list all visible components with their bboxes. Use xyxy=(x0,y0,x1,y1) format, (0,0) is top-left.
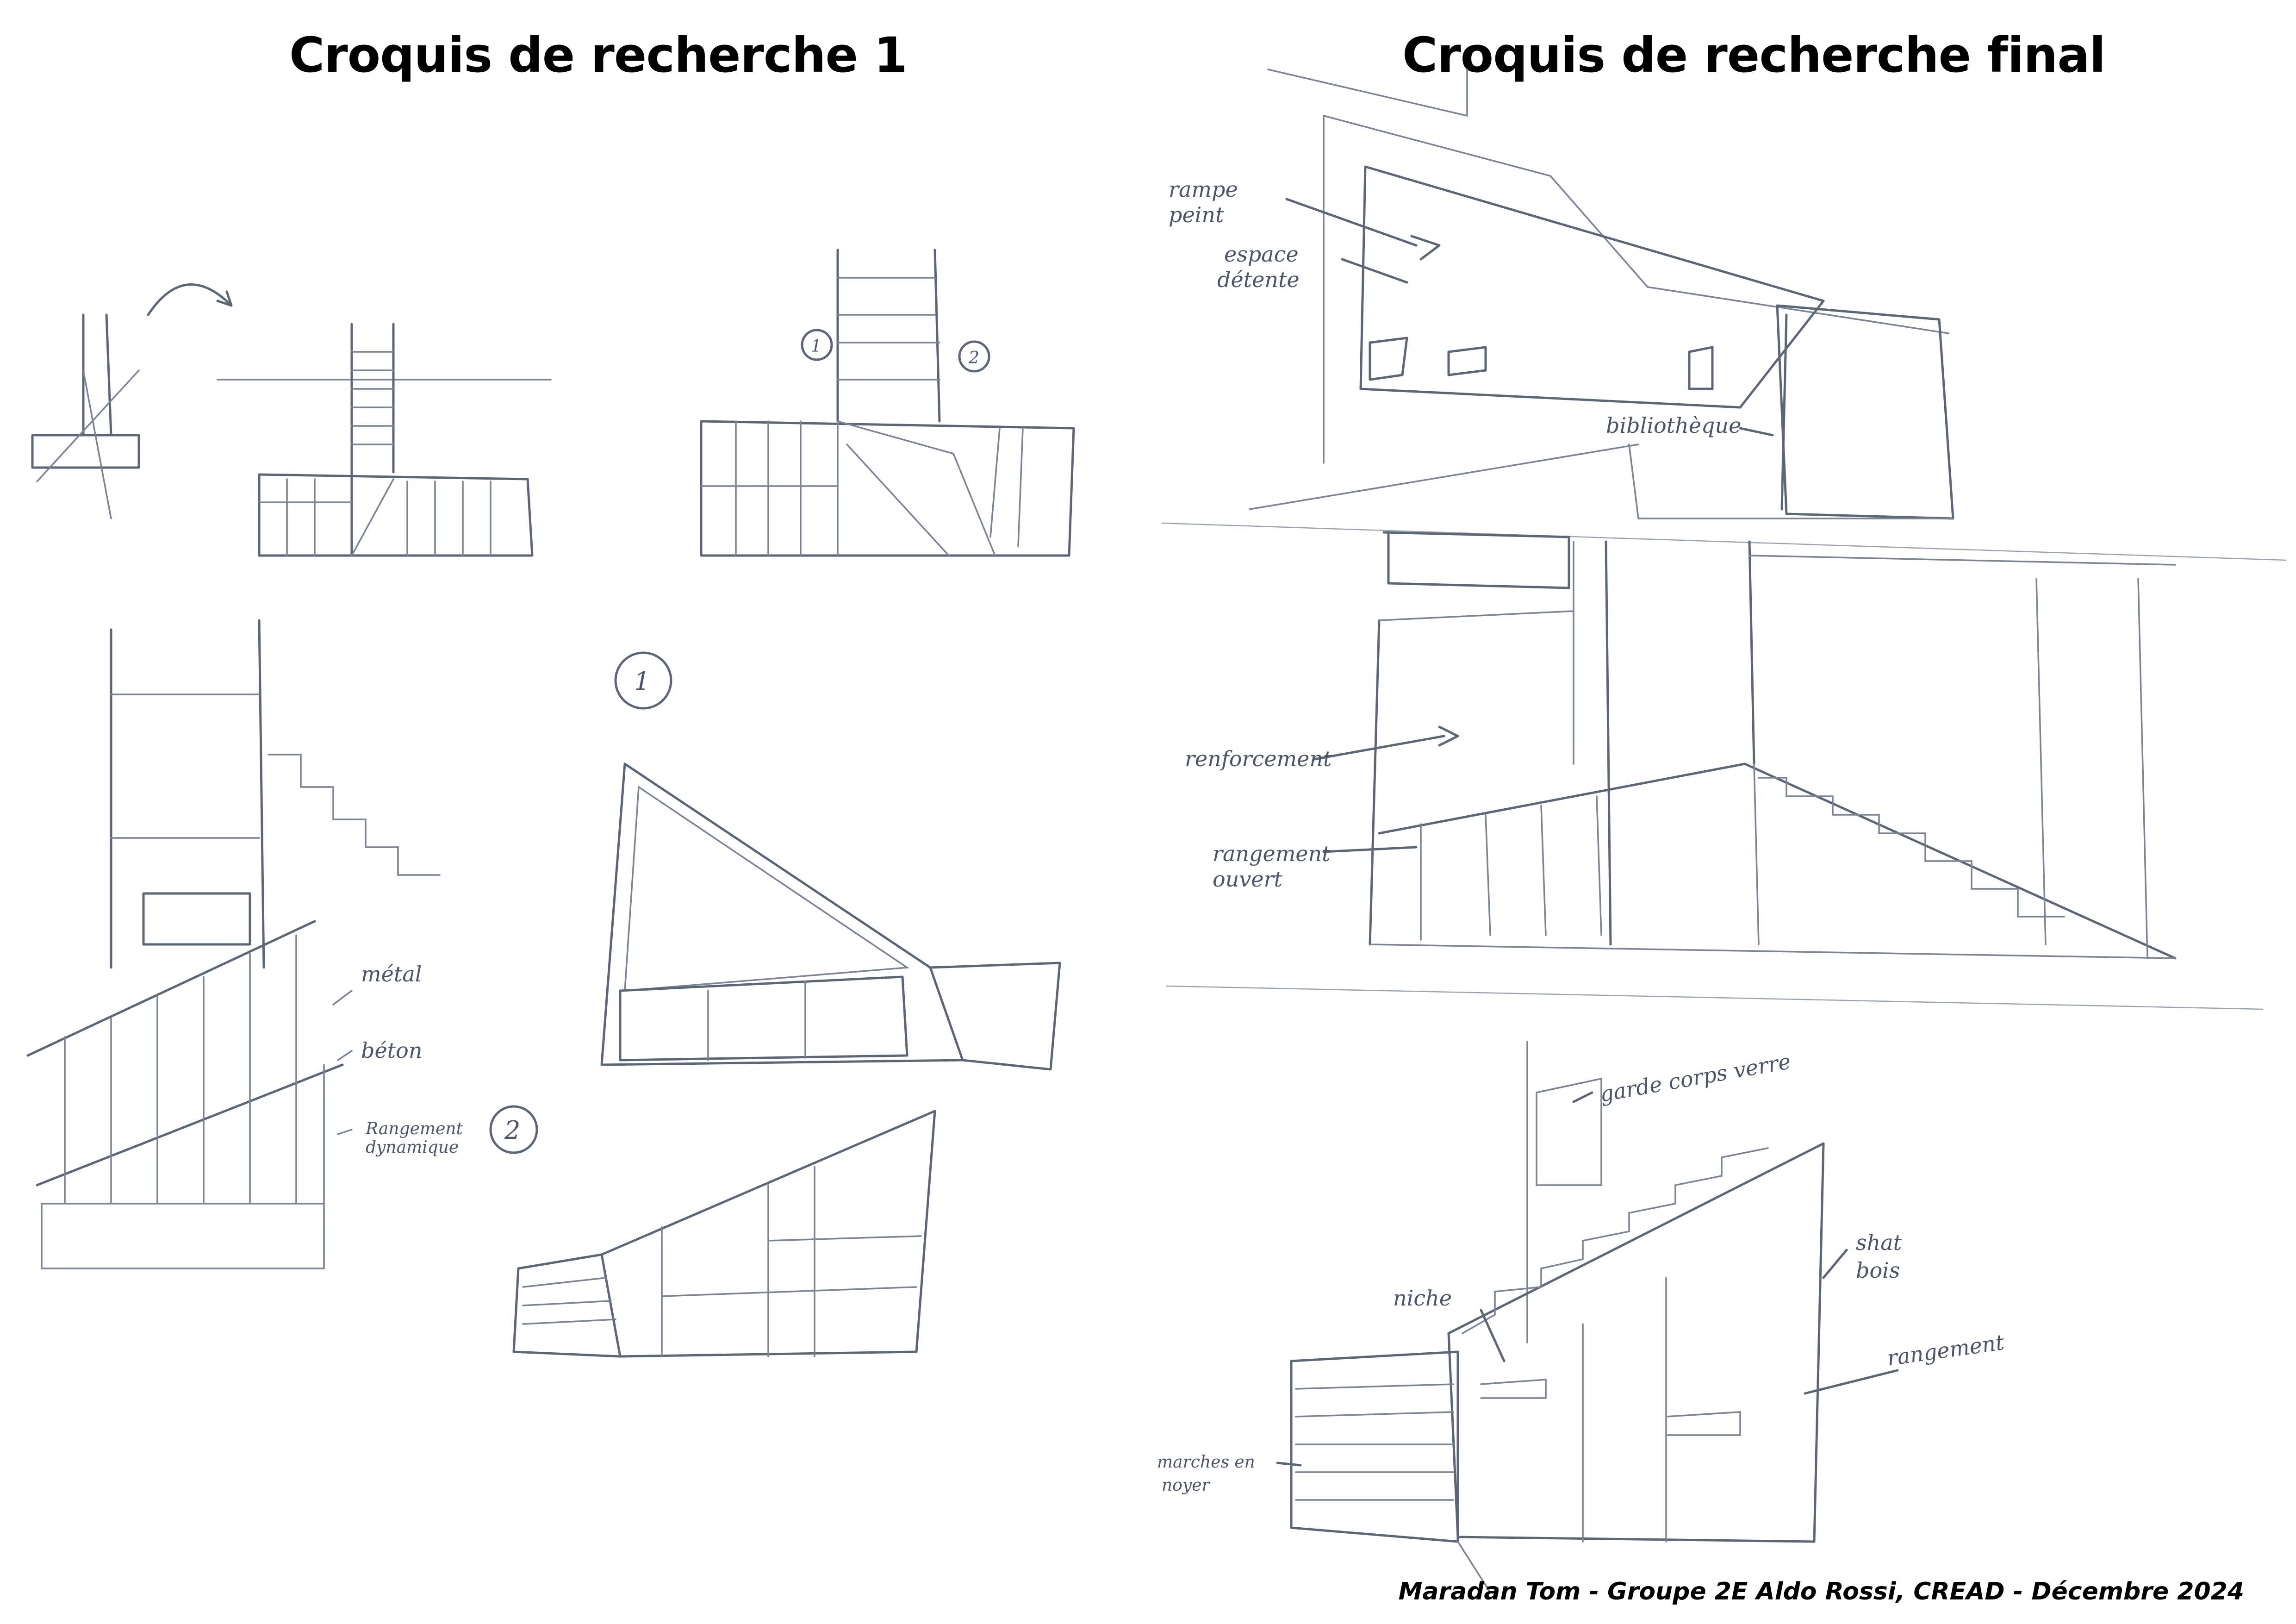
label-renforcement: renforcement xyxy=(1185,746,1332,771)
label-beton: béton xyxy=(361,1038,422,1063)
title-left: Croquis de recherche 1 xyxy=(289,27,908,83)
label-niche: niche xyxy=(1393,1286,1452,1311)
title-right: Croquis de recherche final xyxy=(1402,27,2106,83)
label-rangement-ouvert-2: ouvert xyxy=(1213,867,1283,892)
sketch-e-option-1: 1 xyxy=(600,651,1061,1071)
label-shat-2: bois xyxy=(1856,1258,1900,1283)
sketch-c-tower: 1 2 xyxy=(700,249,1075,557)
sketch-f-option-2: 2 xyxy=(489,1105,936,1358)
label-rampe-2: peint xyxy=(1169,202,1224,227)
label-bibliotheque: bibliothèque xyxy=(1606,413,1741,438)
sketch-a-section xyxy=(31,283,233,519)
label-rangement: rangement xyxy=(1885,1330,2006,1371)
label-rangement-dyn-1: Rangement xyxy=(365,1119,463,1138)
sketch-h-renforcement: renforcement rangement ouvert xyxy=(1185,531,2177,960)
label-shat-1: shat xyxy=(1856,1230,1902,1255)
sketch-b-plan xyxy=(217,323,552,557)
label-rampe-1: rampe xyxy=(1169,177,1238,202)
sketch-g-espace-detente: rampe peint espace détente bibliothèque xyxy=(1169,69,1954,520)
label-espace-2: détente xyxy=(1217,267,1300,292)
marker-1-top: 1 xyxy=(811,337,821,356)
label-garde-corps: garde corps verre xyxy=(1598,1049,1793,1107)
footer-credit: Maradan Tom - Groupe 2E Aldo Rossi, CREA… xyxy=(1398,1578,2244,1605)
label-rangement-dyn-2: dynamique xyxy=(366,1138,459,1157)
marker-1-option: 1 xyxy=(634,667,650,696)
marker-2-top: 2 xyxy=(968,349,979,368)
sketch-i-final-stair: garde corps verre niche shat bois rangem… xyxy=(1157,1041,2006,1593)
label-metal: métal xyxy=(361,962,422,987)
marker-2-option: 2 xyxy=(504,1116,520,1145)
label-espace-1: espace xyxy=(1224,242,1299,267)
sketch-d-railing-stair: métal béton Rangement dynamique xyxy=(26,619,463,1269)
label-marches-2: noyer xyxy=(1162,1476,1211,1495)
label-rangement-ouvert-1: rangement xyxy=(1213,841,1331,866)
label-marches-1: marches en xyxy=(1157,1453,1255,1472)
